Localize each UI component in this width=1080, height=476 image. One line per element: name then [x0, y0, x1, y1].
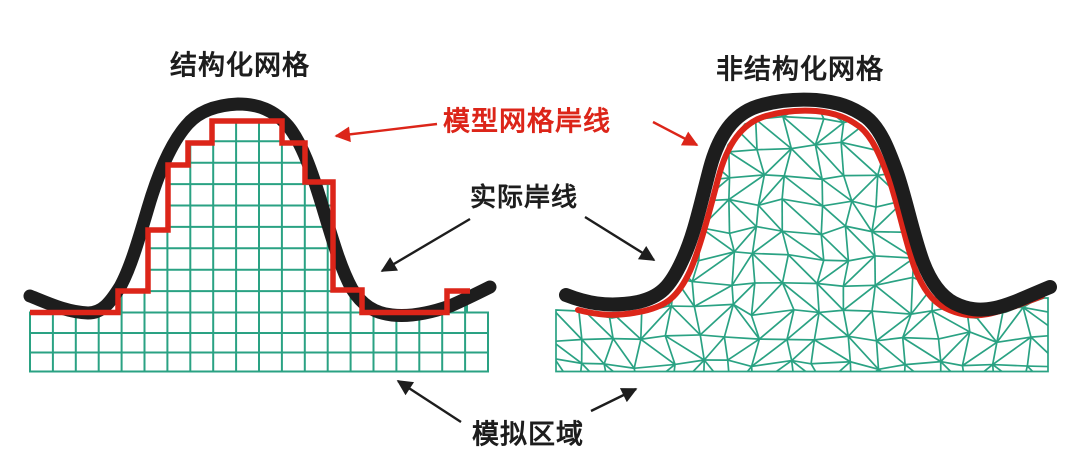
- model-grid-coastline-stepped: [30, 118, 470, 316]
- model-coastline-label: 模型网格岸线: [443, 106, 611, 137]
- model-coastline-arrow-right: [652, 120, 699, 147]
- model-grid-coastline-smooth: [575, 107, 1045, 319]
- simulation-area-arrow-right: [590, 387, 638, 413]
- actual-coastline-arrow-left: [380, 217, 471, 273]
- unstructured-grid-panel: [555, 92, 1057, 373]
- unstructured-mesh-outline: [555, 110, 1049, 373]
- left-panel-title: 结构化网格: [170, 50, 310, 81]
- unstructured-mesh-lines: [556, 111, 1048, 372]
- actual-coastline-arrow-right: [584, 215, 656, 262]
- model-coastline-arrow-left: [334, 122, 438, 143]
- annotation-arrows: [334, 120, 699, 424]
- structured-grid-lines: [30, 121, 488, 372]
- actual-coastline-right: [559, 92, 1057, 317]
- structured-grid-panel: [23, 97, 497, 373]
- right-panel-title: 非结构化网格: [716, 54, 884, 85]
- actual-coastline-label: 实际岸线: [469, 182, 579, 212]
- simulation-area-arrow-left: [396, 379, 462, 424]
- simulation-area-label: 模拟区域: [472, 419, 584, 450]
